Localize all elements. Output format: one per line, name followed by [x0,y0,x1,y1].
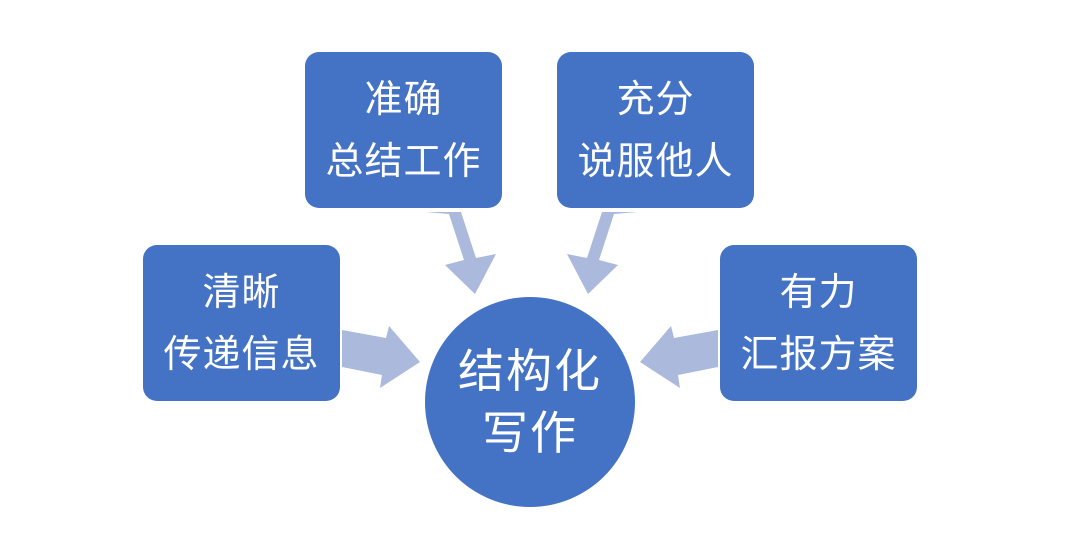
node-subtitle: 说服他人 [577,139,734,183]
node-subtitle: 汇报方案 [740,332,897,376]
arrow-right-to-center [640,326,718,388]
node-persuade-others: 充分 说服他人 [557,52,754,208]
node-title: 有力 [779,270,858,314]
center-node-structured-writing: 结构化 写作 [425,297,635,507]
node-accurate-summary: 准确 总结工作 [305,52,502,208]
arrow-top-left-to-center [426,212,496,294]
node-clear-communication: 清晰 传递信息 [143,245,340,401]
node-subtitle: 总结工作 [325,139,482,183]
center-title-line-1: 结构化 [458,344,602,398]
node-subtitle: 传递信息 [163,332,320,376]
node-strong-report: 有力 汇报方案 [720,245,917,401]
arrow-top-right-to-center [567,212,637,294]
center-title-line-2: 写作 [482,406,578,460]
node-title: 充分 [616,77,695,121]
arrow-left-to-center [342,326,420,388]
node-title: 准确 [364,77,443,121]
node-title: 清晰 [202,270,281,314]
